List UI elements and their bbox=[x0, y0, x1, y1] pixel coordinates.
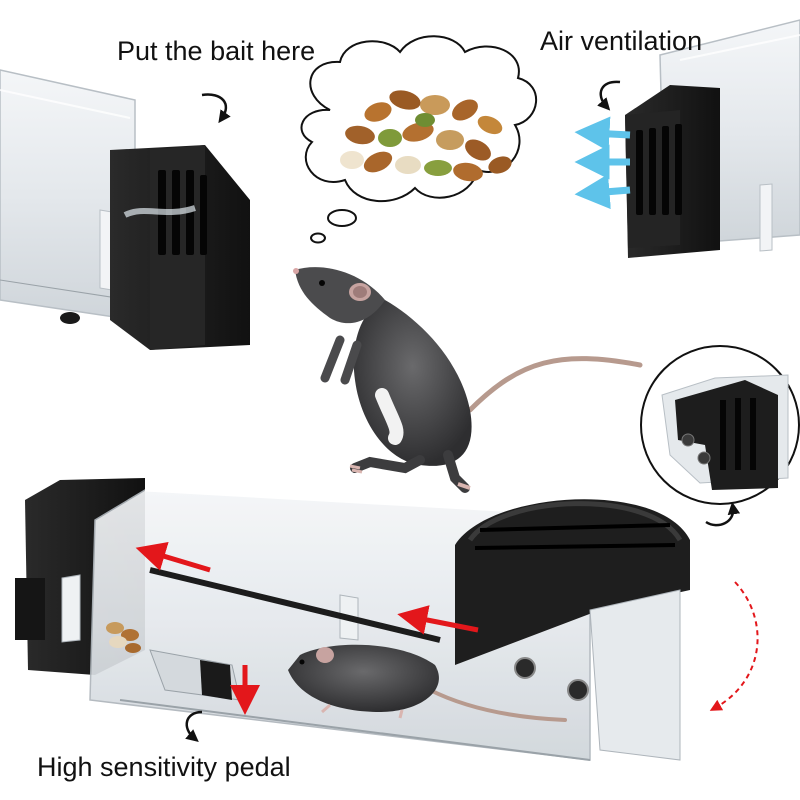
standing-rat bbox=[293, 267, 643, 493]
curved-arrow-icon bbox=[185, 710, 203, 743]
nuts-pile bbox=[340, 90, 512, 182]
red-motion-arrows bbox=[135, 541, 759, 715]
airflow-arrows bbox=[574, 116, 631, 210]
curved-arrow-icon bbox=[201, 93, 231, 124]
curved-arrow-icon bbox=[705, 501, 741, 527]
trap-top-right bbox=[625, 19, 800, 258]
trap-top-left bbox=[0, 69, 250, 350]
main-trap bbox=[15, 478, 690, 761]
door-detail-inset bbox=[640, 345, 800, 505]
air-ventilation-label: Air ventilation bbox=[540, 26, 703, 56]
pedal-label: High sensitivity pedal bbox=[37, 752, 291, 782]
bait-label: Put the bait here bbox=[117, 36, 316, 66]
curved-arrow-icon bbox=[597, 80, 621, 111]
